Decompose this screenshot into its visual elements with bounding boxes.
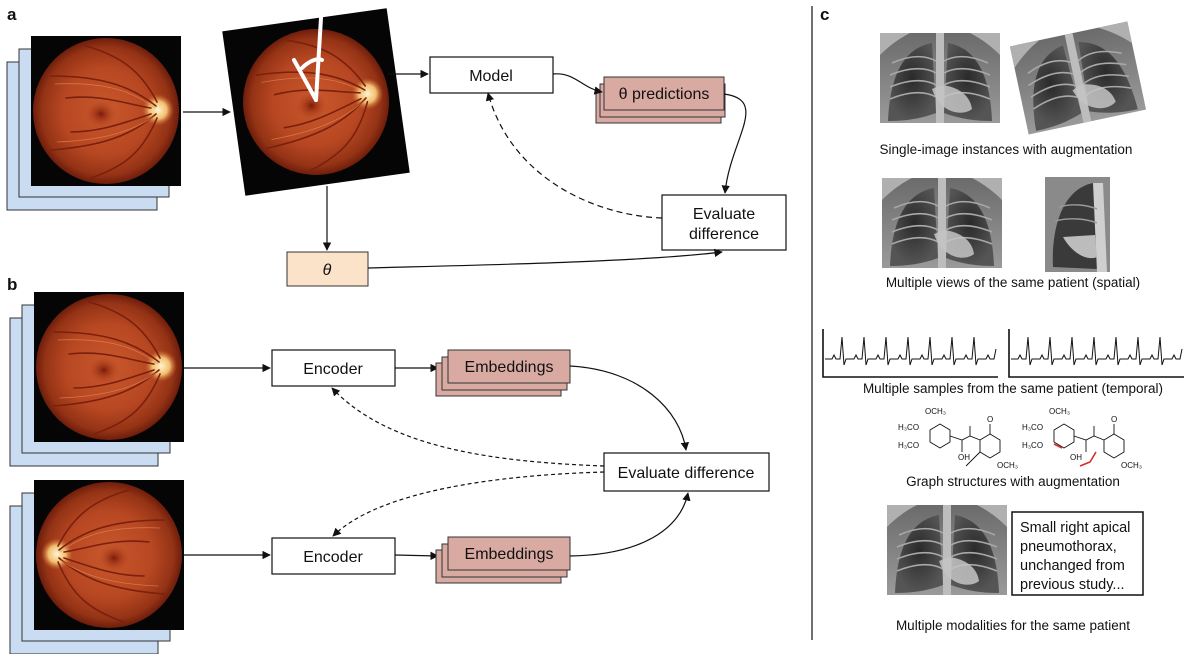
chest-xray-lateral <box>1044 176 1111 273</box>
evaluate-label: Evaluate difference <box>618 465 755 482</box>
arrow <box>394 551 439 561</box>
dashed-feedback-arrow <box>332 471 605 537</box>
panel-label-c: c <box>820 5 829 24</box>
chem-label: OCH₃ <box>925 407 946 416</box>
predictions-label: θ predictions <box>619 86 710 103</box>
arrow <box>721 93 747 194</box>
rotated-fundus-image <box>222 8 410 196</box>
chest-xray <box>886 504 1008 596</box>
chem-label: OCH₃ <box>997 461 1018 470</box>
image-stack-b-bottom <box>9 479 185 654</box>
theta-label: θ <box>323 262 332 279</box>
theta-box: θ <box>286 251 369 287</box>
arrow <box>367 248 723 269</box>
evaluate-label-line2: difference <box>689 226 759 243</box>
report-line: pneumothorax, <box>1020 539 1117 555</box>
chest-xray <box>879 32 1001 124</box>
theta-predictions-stack: θ predictions <box>595 76 726 124</box>
report-line: unchanged from <box>1020 558 1125 574</box>
model-box: Model <box>429 56 554 94</box>
arrow <box>552 73 603 95</box>
panel-label-a: a <box>7 5 17 24</box>
encoder-label: Encoder <box>303 361 363 378</box>
molecule-structure: OCH₃ H₃CO H₃CO OH O OCH₃ <box>898 407 1018 470</box>
fundus-image <box>30 35 182 187</box>
radiology-report: Small right apical pneumothorax, unchang… <box>1011 511 1144 596</box>
caption-multiple-views: Multiple views of the same patient (spat… <box>886 275 1140 290</box>
chem-label: O <box>987 415 993 424</box>
embeddings-label: Embeddings <box>465 359 554 376</box>
image-stack-b-top <box>9 291 185 467</box>
chem-label: H₃CO <box>1022 423 1043 432</box>
molecule-structure-augmented: OCH₃ H₃CO H₃CO OH O OCH₃ <box>1022 407 1142 470</box>
encoder-box-bottom: Encoder <box>271 537 396 575</box>
dashed-feedback-arrow <box>485 92 663 219</box>
evaluate-box-b: Evaluate difference <box>603 452 770 492</box>
ecg-strip <box>822 328 999 378</box>
embeddings-stack-top: Embeddings <box>435 349 571 397</box>
encoder-label: Encoder <box>303 549 363 566</box>
caption-single-image: Single-image instances with augmentation <box>880 142 1133 157</box>
embeddings-stack-bottom: Embeddings <box>435 536 571 584</box>
chem-label: H₃CO <box>1022 441 1043 450</box>
caption-graph-structures: Graph structures with augmentation <box>906 474 1120 489</box>
fundus-image <box>33 291 185 443</box>
chem-label: OCH₃ <box>1121 461 1142 470</box>
fundus-image-mirrored <box>33 479 185 631</box>
ecg-strip <box>1008 328 1185 378</box>
report-line: Small right apical <box>1020 520 1130 536</box>
chest-xray <box>881 177 1003 269</box>
chem-label: OH <box>958 453 970 462</box>
model-label: Model <box>469 68 513 85</box>
embeddings-label: Embeddings <box>465 546 554 563</box>
rotation-angle-icon <box>292 16 324 102</box>
chem-label: O <box>1111 415 1117 424</box>
image-stack-a <box>6 35 182 211</box>
caption-multiple-samples: Multiple samples from the same patient (… <box>863 381 1163 396</box>
panel-label-b: b <box>7 275 17 294</box>
chem-label: OCH₃ <box>1049 407 1070 416</box>
dashed-feedback-arrow <box>331 387 605 467</box>
evaluate-label-line1: Evaluate <box>693 206 755 223</box>
chem-label: H₃CO <box>898 423 919 432</box>
caption-multiple-modalities: Multiple modalities for the same patient <box>896 618 1130 633</box>
arrow <box>569 492 691 557</box>
chem-label: H₃CO <box>898 441 919 450</box>
chest-xray-rotated <box>1009 20 1147 136</box>
report-line: previous study... <box>1020 577 1125 593</box>
evaluate-box-a: Evaluate difference <box>661 194 787 251</box>
chem-label: OH <box>1070 453 1082 462</box>
encoder-box-top: Encoder <box>271 349 396 387</box>
arrow <box>569 365 690 451</box>
